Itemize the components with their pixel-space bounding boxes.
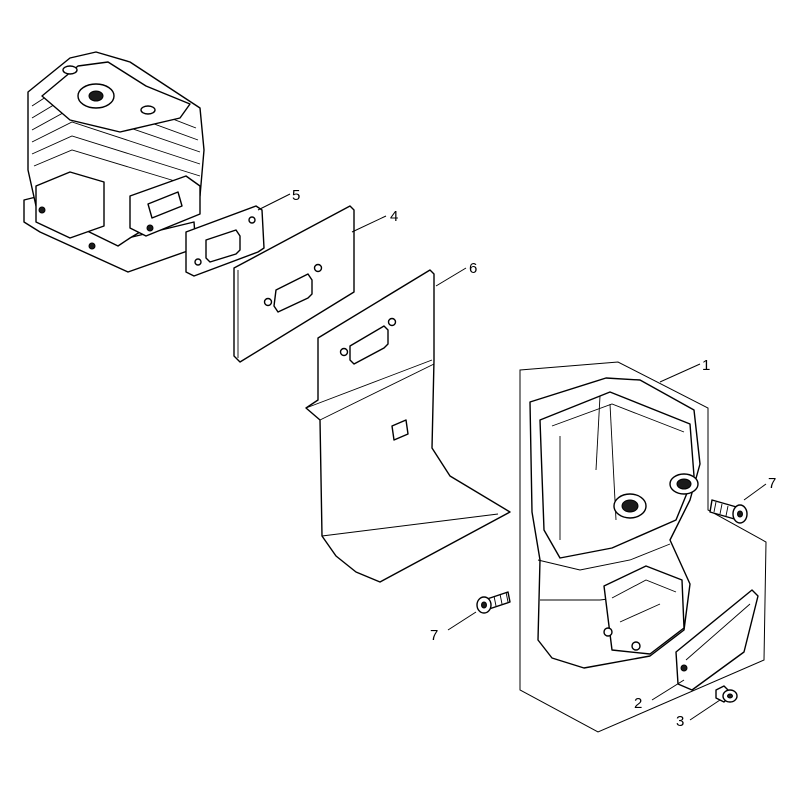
assembly-group-outline	[519, 361, 767, 733]
leader-line-3	[689, 699, 721, 721]
leader-line-4	[351, 215, 387, 233]
cylinder-part	[23, 51, 205, 273]
callout-7-right: 7	[768, 475, 776, 492]
callout-4: 4	[390, 208, 398, 225]
callouts: 1 2 3 4 5 6 7 7	[292, 187, 776, 730]
callout-7-left: 7	[430, 627, 438, 644]
leader-line-7-right	[743, 483, 767, 501]
deflector-screw-part	[715, 685, 738, 703]
muffler-part	[529, 377, 701, 669]
leader-line-6	[435, 267, 467, 287]
deflector-plate-part	[675, 589, 759, 691]
muffler-bolt-left-part	[476, 591, 511, 614]
callout-3: 3	[676, 713, 684, 730]
callout-5: 5	[292, 187, 300, 204]
heat-shield-part	[305, 269, 511, 583]
leader-line-2	[651, 679, 685, 701]
callout-1: 1	[702, 357, 710, 374]
callout-2: 2	[634, 695, 642, 712]
gasket-part	[185, 205, 265, 277]
leader-lines	[257, 193, 767, 721]
leader-line-5	[257, 193, 291, 211]
heat-plate-part	[233, 205, 355, 363]
leader-line-1	[659, 363, 701, 383]
callout-6: 6	[469, 260, 477, 277]
muffler-bolt-right-part	[709, 499, 748, 524]
leader-line-7-left	[447, 611, 477, 631]
